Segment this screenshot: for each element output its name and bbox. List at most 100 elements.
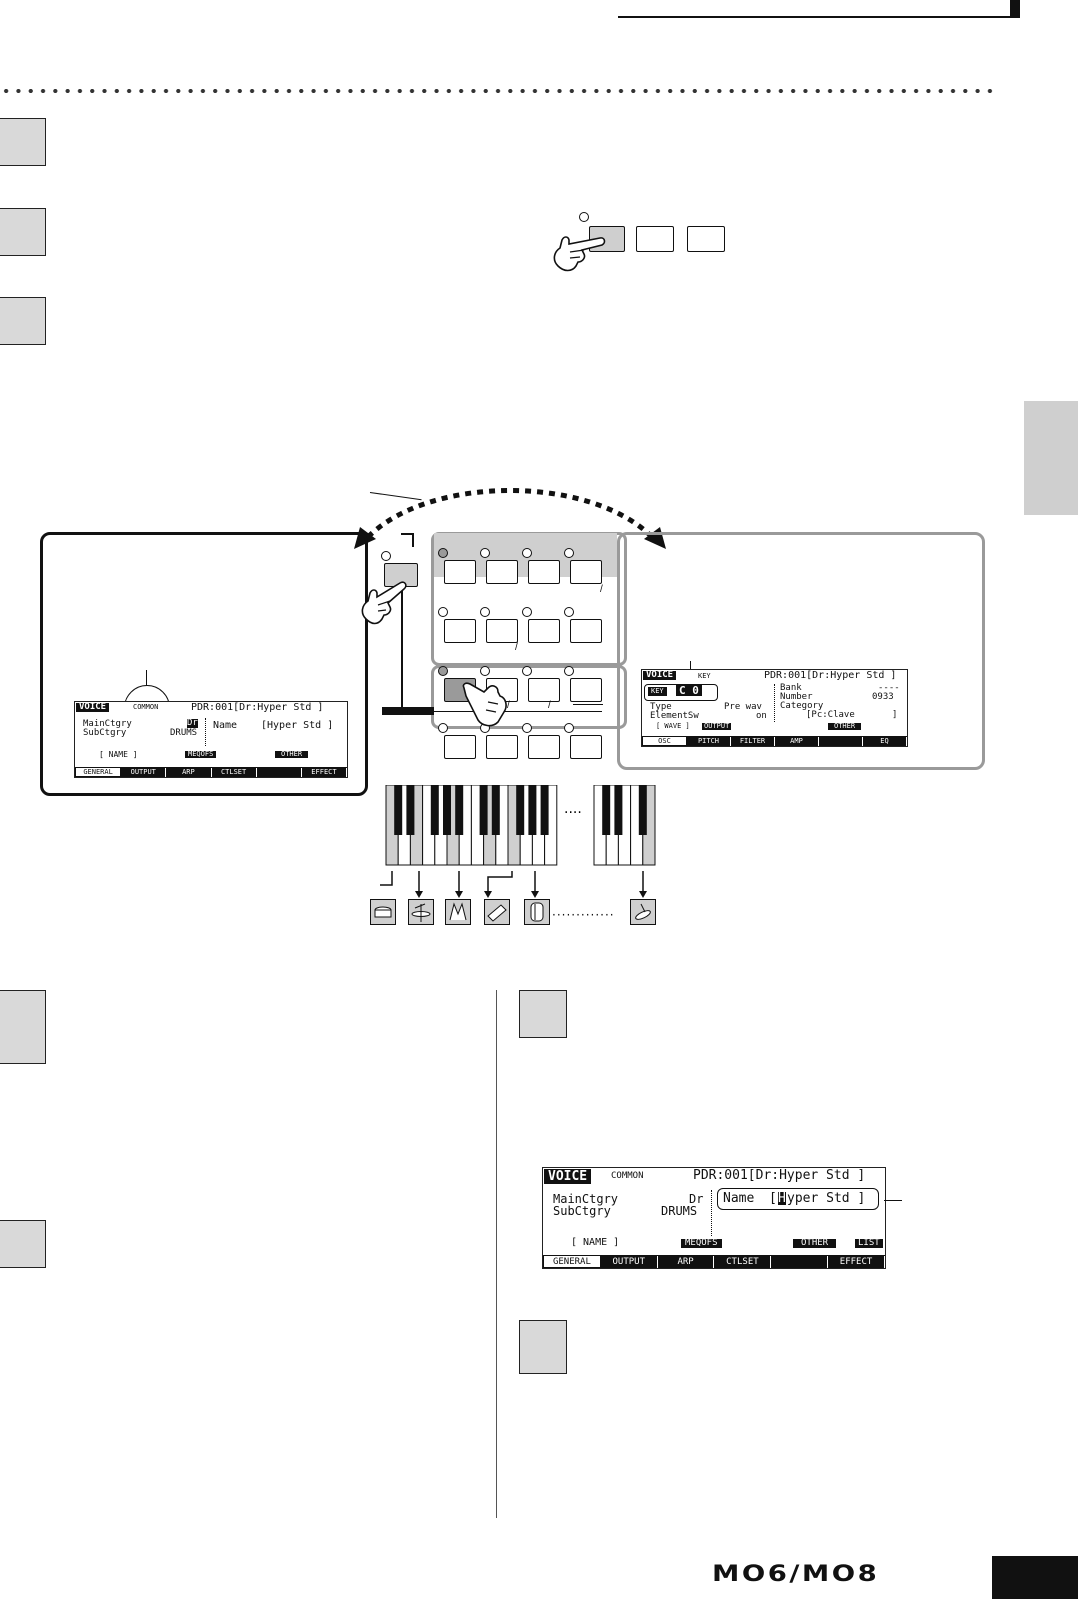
woodblock-icon <box>484 899 510 925</box>
type-label: Type <box>650 702 672 712</box>
lcd-divider <box>205 718 206 746</box>
button-led <box>480 666 490 676</box>
element-edit-frame <box>617 532 985 770</box>
tab-general[interactable]: GENERAL <box>543 1256 601 1268</box>
number-value: 0933 <box>872 692 894 702</box>
voice-tab: VOICE <box>76 703 110 712</box>
number-label: Number <box>780 692 813 702</box>
name-label: Name <box>213 720 238 731</box>
section-divider <box>0 89 995 93</box>
mode-label: COMMON <box>611 1171 644 1181</box>
keyboard-illustration: ···· ············· <box>380 785 656 922</box>
wave-menu-label: [ WAVE ] <box>656 722 690 730</box>
tab-blank[interactable] <box>256 768 302 777</box>
other-label: OTHER <box>828 723 862 730</box>
svg-text:·············: ············· <box>552 908 615 922</box>
tab-osc[interactable]: OSC <box>642 737 687 746</box>
name-open-bracket: [ <box>769 1191 777 1206</box>
button-led <box>579 212 589 222</box>
element-key-button[interactable] <box>486 735 518 759</box>
lcd-tabs: GENERAL OUTPUT ARP CTLSET EFFECT <box>75 767 348 777</box>
tab-general[interactable]: GENERAL <box>75 768 122 777</box>
tab-pitch[interactable]: PITCH <box>687 737 731 746</box>
element-key-button[interactable] <box>528 560 560 584</box>
pointing-hand-icon <box>553 236 606 272</box>
mode-label: COMMON <box>133 703 159 711</box>
voice-tab: VOICE <box>643 671 677 680</box>
step-marker-1 <box>0 118 46 166</box>
tab-blank[interactable] <box>771 1256 829 1268</box>
tab-effect[interactable]: EFFECT <box>301 768 348 777</box>
tab-filter[interactable]: FILTER <box>731 737 775 746</box>
black-key <box>430 785 439 835</box>
key-callout-box <box>644 684 718 701</box>
element-key-button[interactable] <box>570 678 602 702</box>
name-cursor[interactable]: H <box>778 1191 786 1206</box>
output-menu-label: OUTPUT <box>702 722 732 730</box>
category-label: Category <box>780 701 824 711</box>
button-led <box>564 548 574 558</box>
name-menu-label: [ NAME ] <box>571 1237 620 1248</box>
main-category-label: MainCtgry <box>83 719 132 729</box>
list-label: LIST <box>855 1239 883 1248</box>
tab-amp[interactable]: AMP <box>775 737 819 746</box>
main-category-label: MainCtgry <box>553 1192 619 1206</box>
slash-mark: / <box>600 584 603 595</box>
element-key-button[interactable] <box>528 619 560 643</box>
voice-tab: VOICE <box>544 1169 592 1184</box>
element-switch-label: ElementSw <box>650 711 699 721</box>
category-value: [Pc:Clave <box>806 710 855 720</box>
tab-arp[interactable]: ARP <box>166 768 212 777</box>
lcd-divider <box>711 1190 712 1236</box>
hihat-icon <box>408 899 434 925</box>
tab-ctlset[interactable]: CTLSET <box>211 768 257 777</box>
button-led <box>564 666 574 676</box>
element-key-button[interactable] <box>444 560 476 584</box>
page-number-block <box>992 1556 1078 1599</box>
element-key-button[interactable] <box>570 619 602 643</box>
connector-line <box>401 533 413 535</box>
key-badge: KEY <box>648 687 667 696</box>
lcd-common-small: VOICE COMMON PDR:001[Dr:Hyper Std ] Main… <box>74 701 348 778</box>
panel-button[interactable] <box>687 226 725 252</box>
element-key-button[interactable] <box>444 735 476 759</box>
black-key <box>602 785 611 835</box>
element-key-button[interactable] <box>570 735 602 759</box>
slash-mark: / <box>507 700 510 711</box>
element-key-button[interactable] <box>570 560 602 584</box>
common-led <box>381 551 391 561</box>
button-led <box>480 607 490 617</box>
tab-arp[interactable]: ARP <box>657 1256 715 1268</box>
step-marker-2 <box>0 208 46 256</box>
pointing-hand-icon <box>361 581 407 625</box>
main-category-value: Dr <box>689 1192 704 1206</box>
tab-ctlset[interactable]: CTLSET <box>714 1256 772 1268</box>
tab-output[interactable]: OUTPUT <box>121 768 167 777</box>
step-marker-6 <box>519 990 567 1038</box>
element-key-button[interactable] <box>528 735 560 759</box>
tab-effect[interactable]: EFFECT <box>828 1256 885 1268</box>
key-value: C 0 <box>676 685 702 696</box>
voice-name-header: PDR:001[Dr:Hyper Std ] <box>764 670 897 681</box>
element-key-button[interactable] <box>444 619 476 643</box>
tab-eq[interactable]: EQ <box>863 737 907 746</box>
model-logo: MO6/MO8 <box>712 1562 880 1587</box>
cymbal-icon <box>630 899 656 925</box>
tab-output[interactable]: OUTPUT <box>600 1256 658 1268</box>
drum-icon <box>370 899 396 925</box>
button-led <box>438 548 448 558</box>
voice-name-header: PDR:001[Dr:Hyper Std ] <box>191 702 324 713</box>
element-key-button[interactable] <box>486 619 518 643</box>
button-led <box>480 548 490 558</box>
panel-button[interactable] <box>636 226 674 252</box>
step-marker-4 <box>0 990 46 1064</box>
element-key-button[interactable] <box>528 678 560 702</box>
element-key-button[interactable] <box>486 560 518 584</box>
sub-category-value: DRUMS <box>170 728 198 738</box>
button-led <box>438 666 448 676</box>
common-button[interactable] <box>384 563 418 587</box>
lcd-tabs: OSC PITCH FILTER AMP EQ <box>642 736 907 746</box>
tab-blank[interactable] <box>819 737 863 746</box>
sub-category-label: SubCtgry <box>83 728 127 738</box>
black-key <box>479 785 488 835</box>
